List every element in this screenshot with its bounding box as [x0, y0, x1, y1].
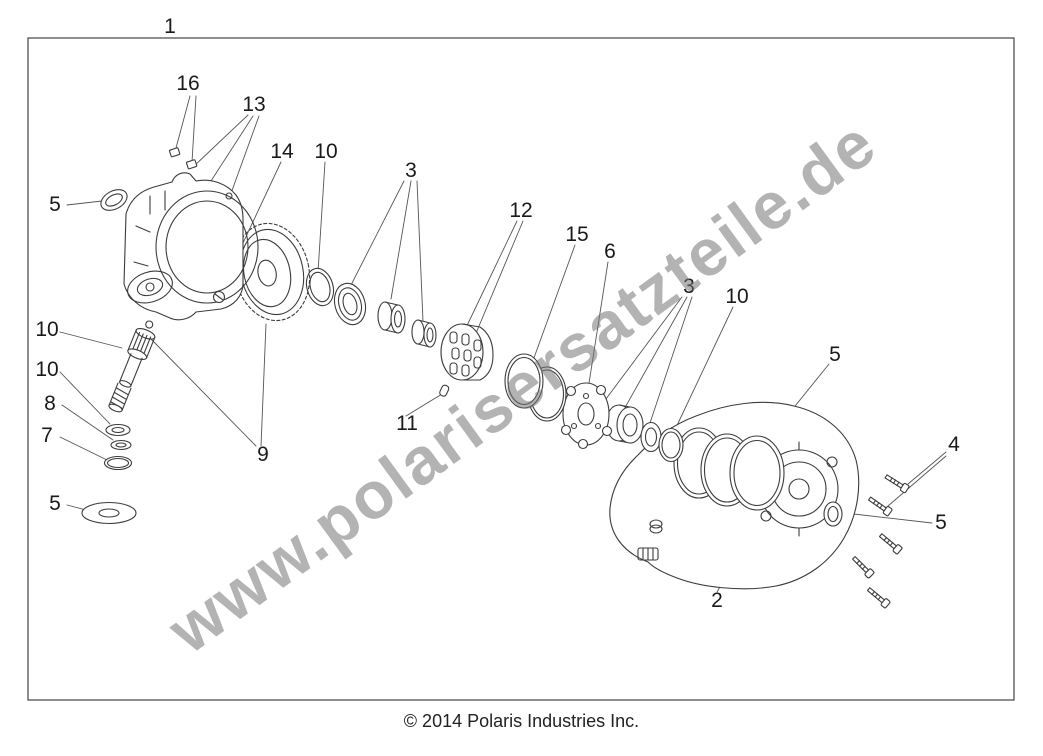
mounting-screw-4 [852, 556, 875, 579]
callout-10c: 10 [35, 318, 59, 341]
callout-14: 14 [270, 140, 294, 163]
mounting-screw-1 [884, 474, 910, 494]
callout-1: 1 [164, 15, 176, 38]
callout-6: 6 [604, 240, 616, 263]
callout-10d: 10 [35, 358, 59, 381]
callout-2: 2 [711, 589, 723, 612]
copyright-text: © 2014 Polaris Industries Inc. [403, 711, 640, 731]
input-seal [100, 189, 128, 211]
callout-5c: 5 [49, 193, 61, 216]
fill-plug [823, 501, 843, 527]
mounting-screw-3 [878, 533, 903, 555]
ring-gear [233, 222, 311, 322]
callout-16: 16 [176, 72, 200, 95]
callout-12: 12 [509, 199, 533, 222]
bushing [411, 319, 437, 348]
shaft-washer-lower [110, 439, 132, 451]
o-ring-rear [658, 427, 684, 463]
dowel-pin [439, 384, 450, 397]
callout-9: 9 [257, 443, 269, 466]
callout-13: 13 [242, 93, 266, 116]
callout-11: 11 [396, 412, 418, 435]
spacer-sleeve [377, 301, 406, 334]
ball-bearing-front [333, 282, 367, 326]
callout-5a: 5 [829, 343, 841, 366]
output-bearing [605, 404, 644, 444]
callout-3a: 3 [405, 159, 417, 182]
callout-7: 7 [41, 424, 53, 447]
cover-seal-disc [729, 435, 785, 511]
callout-10a: 10 [314, 140, 338, 163]
roller-clutch-cage [440, 323, 494, 381]
callout-8: 8 [44, 392, 56, 415]
mounting-screw-5 [866, 587, 891, 609]
dust-washer [81, 501, 137, 525]
callout-5b: 5 [935, 511, 947, 534]
leader-lines [59, 95, 947, 593]
callout-5d: 5 [49, 492, 61, 515]
gearcase-housing [123, 172, 259, 321]
pinion-shaft [108, 320, 156, 413]
diagram-border [27, 37, 1015, 701]
drain-plug [212, 290, 226, 304]
callout-3b: 3 [683, 275, 695, 298]
cam-plate [560, 382, 613, 450]
housing-bolts [168, 147, 233, 200]
shaft-o-ring [103, 455, 133, 471]
callout-4: 4 [948, 433, 960, 456]
shaft-washer-upper [105, 423, 131, 437]
mounting-screw-2 [868, 496, 893, 517]
callout-10b: 10 [725, 285, 749, 308]
callout-15: 15 [565, 223, 589, 246]
thrust-washer-rear [640, 421, 662, 453]
snap-ring [504, 353, 544, 409]
seal-o-ring-front [305, 267, 335, 307]
